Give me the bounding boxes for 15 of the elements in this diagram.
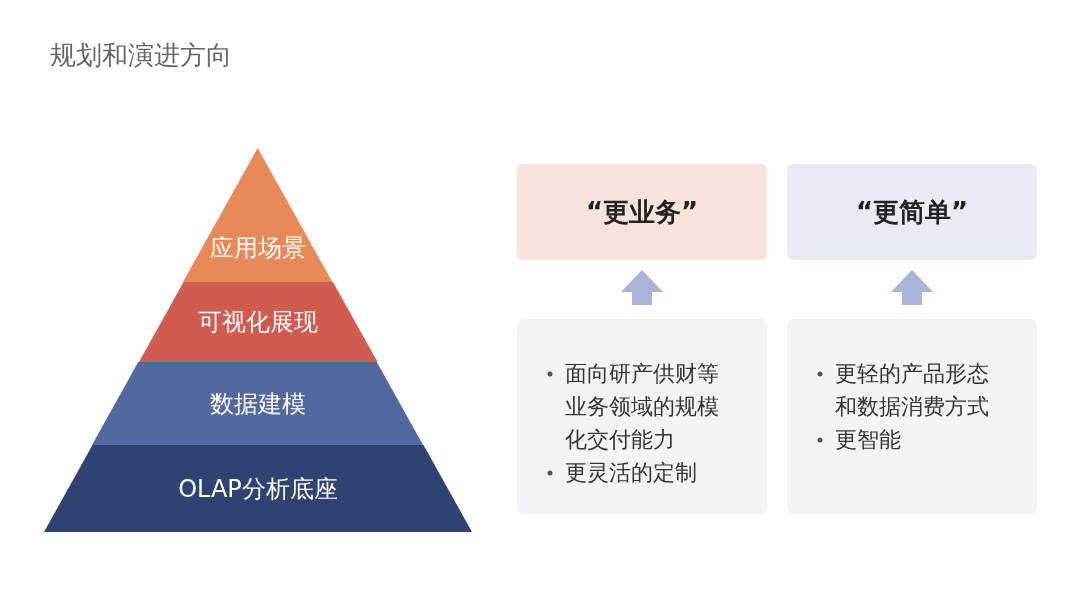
pyramid-layer: 可视化展现 <box>138 282 378 362</box>
bullet-card <box>517 319 767 514</box>
bullet-card <box>787 319 1037 514</box>
bullet-item: 更灵活的定制 <box>565 456 737 489</box>
bullet-item: 更轻的产品形态和数据消费方式 <box>835 357 1007 423</box>
pyramid-layer: OLAP分析底座 <box>44 445 472 532</box>
bullet-item: 面向研产供财等业务领域的规模化交付能力 <box>565 357 737 456</box>
block-arrow <box>621 270 663 305</box>
heading-box: “更简单” <box>787 164 1037 260</box>
heading-box: “更业务” <box>517 164 767 260</box>
pyramid-layer: 应用场景 <box>183 148 333 282</box>
block-arrow <box>891 270 933 305</box>
bullet-item: 更智能 <box>835 423 1007 456</box>
title: 规划和演进方向 <box>50 39 232 72</box>
pyramid-layer: 数据建模 <box>92 362 424 445</box>
